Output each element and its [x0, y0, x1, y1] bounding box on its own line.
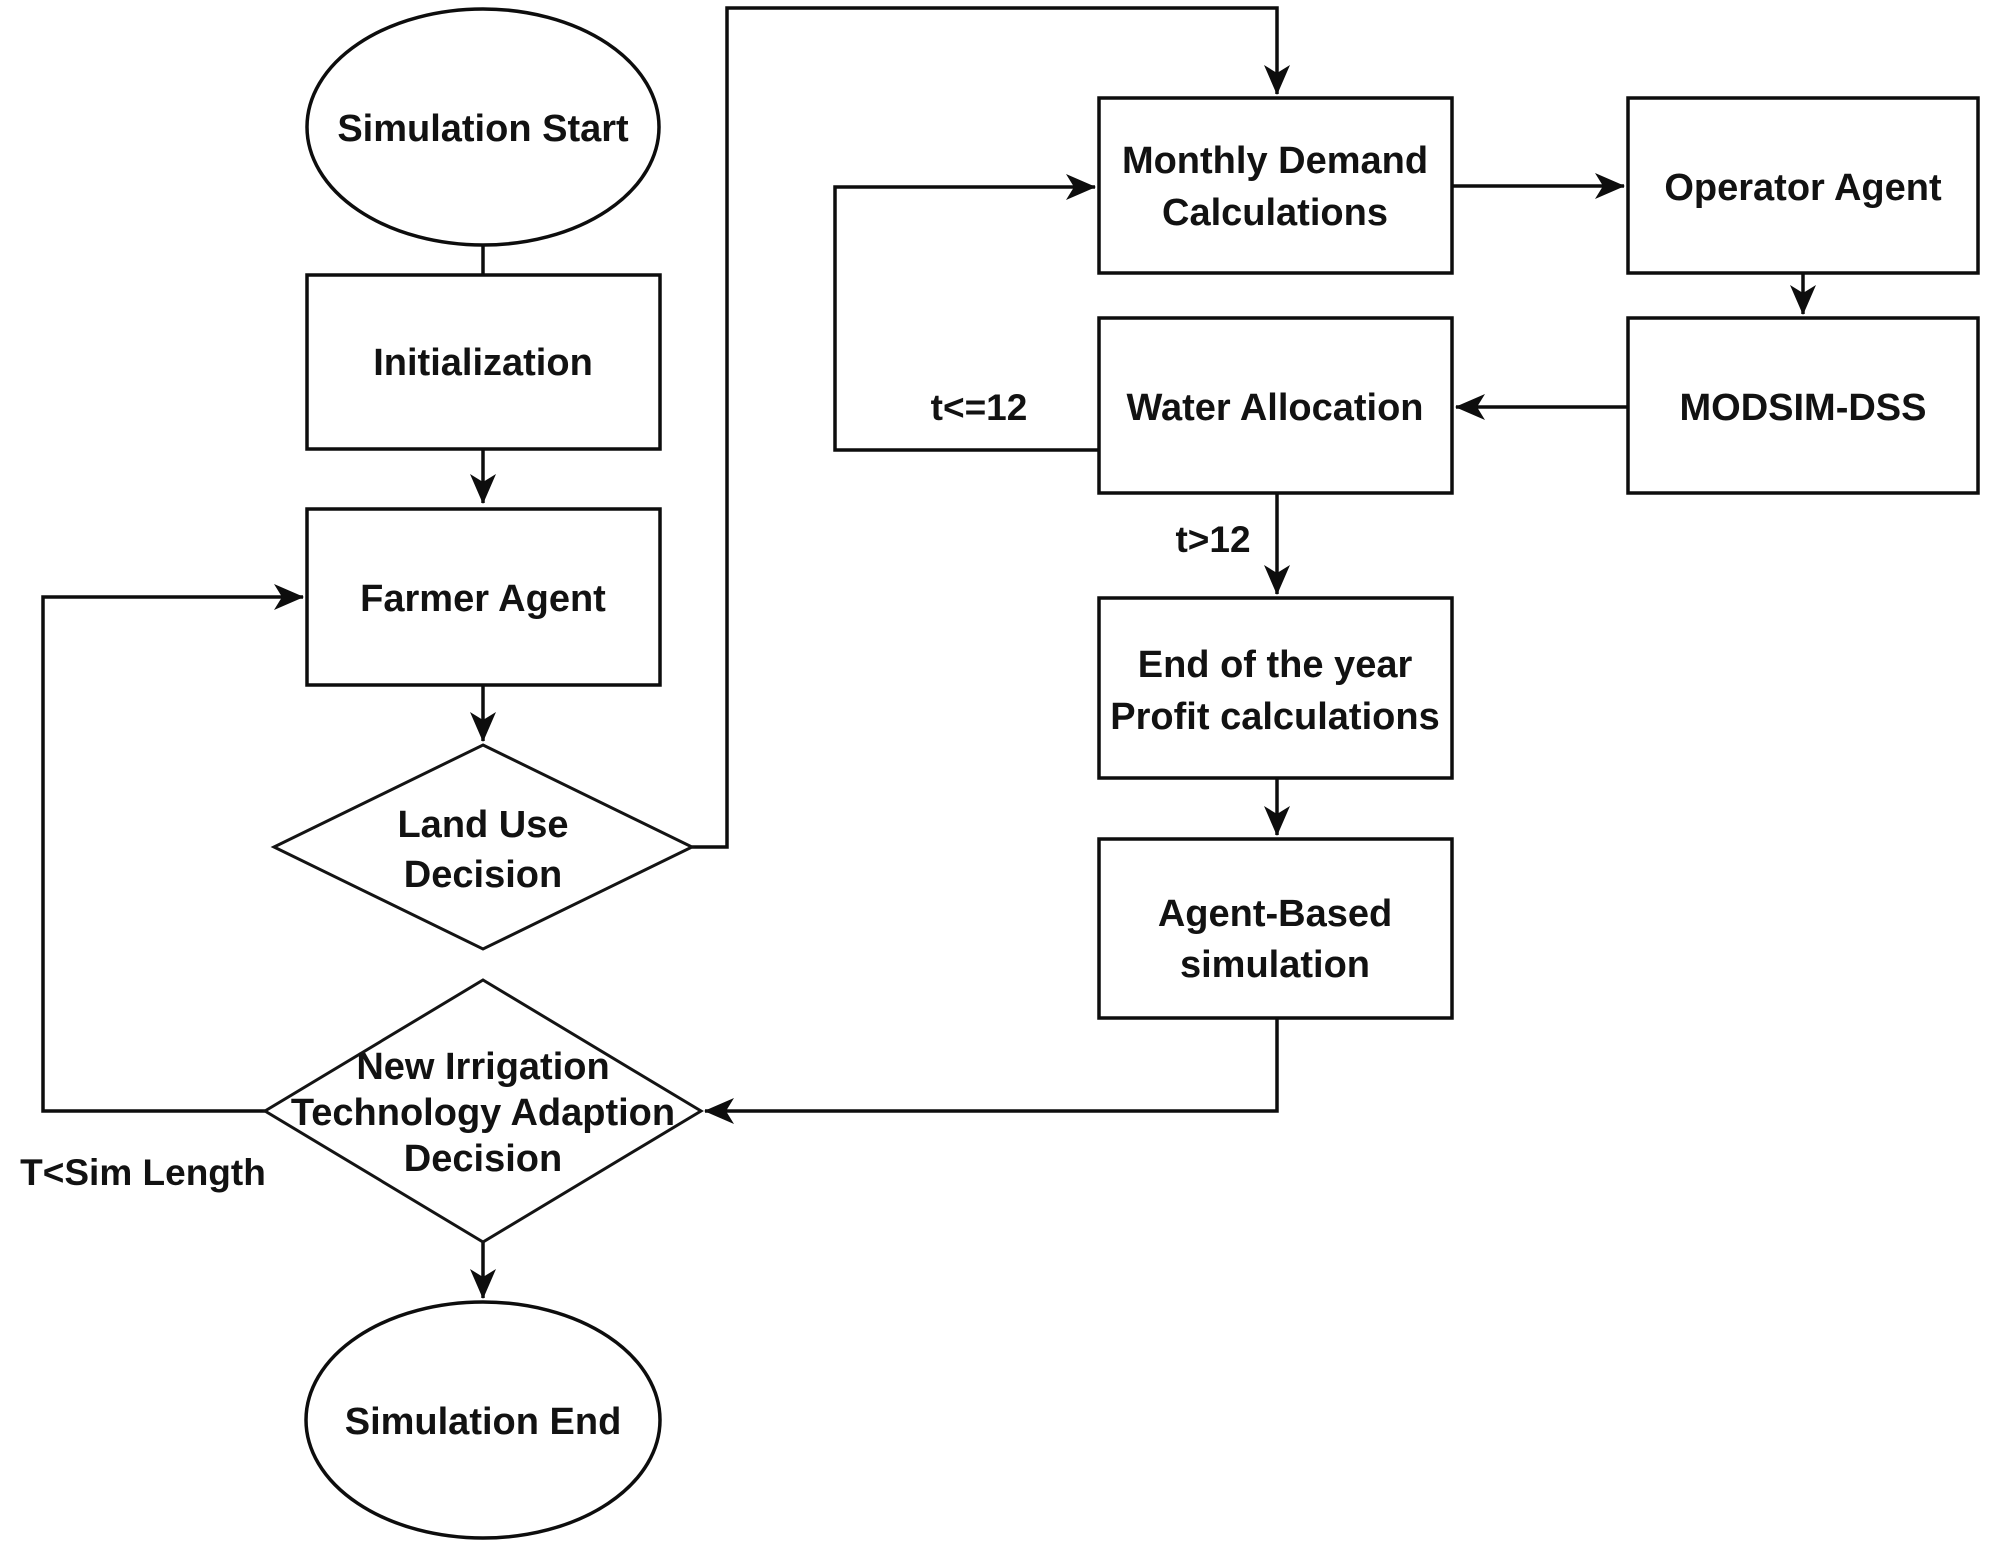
edge-water-allocation-loop-to-monthly-demand — [833, 174, 1099, 452]
operator-agent-label: Operator Agent — [1664, 167, 1942, 209]
farmer-agent-label: Farmer Agent — [360, 578, 606, 620]
land-use-decision-label-line2: Decision — [404, 854, 562, 896]
simulation-start-ellipse — [305, 7, 661, 247]
node-monthly-demand: Monthly Demand Calculations — [1097, 96, 1454, 275]
node-farmer-agent: Farmer Agent — [305, 507, 662, 687]
node-agent-based-simulation: Agent-Based simulation — [1097, 837, 1454, 1020]
simulation-end-ellipse — [304, 1300, 662, 1540]
node-initialization: Initialization — [305, 273, 662, 451]
agent-based-simulation-box — [1097, 837, 1454, 1020]
edges — [41, 6, 1816, 1299]
node-operator-agent: Operator Agent — [1626, 96, 1980, 275]
monthly-demand-label-line1: Monthly Demand — [1122, 140, 1428, 182]
modsim-dss-box — [1626, 316, 1980, 495]
simulation-start-label: Simulation Start — [337, 108, 629, 150]
new-irrigation-decision-diamond — [262, 978, 704, 1244]
initialization-label: Initialization — [373, 342, 593, 384]
water-allocation-box — [1097, 316, 1454, 495]
land-use-decision-diamond — [270, 743, 696, 951]
node-simulation-end: Simulation End — [304, 1300, 662, 1540]
node-simulation-start: Simulation Start — [305, 7, 661, 247]
agent-based-label-line1: Agent-Based — [1158, 893, 1392, 935]
land-use-decision-label-line1: Land Use — [397, 804, 568, 846]
new-irrigation-label-line1: New Irrigation — [356, 1046, 609, 1088]
edge-irrigation-loop-to-farmer — [41, 584, 304, 1113]
simulation-end-label: Simulation End — [345, 1401, 622, 1443]
node-modsim-dss: MODSIM-DSS — [1626, 316, 1980, 495]
node-end-of-year-profit: End of the year Profit calculations — [1097, 596, 1454, 780]
new-irrigation-label-line2: Technology Adaption — [291, 1092, 675, 1134]
initialization-box — [305, 273, 662, 451]
edge-label-t-less-equal-12: t<=12 — [931, 387, 1028, 428]
edge-land-use-to-monthly-demand — [692, 6, 1290, 849]
monthly-demand-box — [1097, 96, 1454, 275]
end-of-year-label-line1: End of the year — [1138, 644, 1413, 686]
operator-agent-box — [1626, 96, 1980, 275]
edge-label-t-greater-12: t>12 — [1175, 519, 1250, 560]
monthly-demand-label-line2: Calculations — [1162, 192, 1388, 234]
new-irrigation-label-line3: Decision — [404, 1138, 562, 1180]
edge-agent-based-to-irrigation-decision — [704, 1018, 1279, 1124]
node-land-use-decision: Land Use Decision — [270, 743, 696, 951]
water-allocation-label: Water Allocation — [1127, 387, 1424, 429]
end-of-year-profit-box — [1097, 596, 1454, 780]
edge-label-t-less-sim-length: T<Sim Length — [20, 1152, 266, 1193]
agent-based-label-line2: simulation — [1180, 944, 1370, 986]
node-new-irrigation-decision: New Irrigation Technology Adaption Decis… — [262, 978, 704, 1244]
node-water-allocation: Water Allocation — [1097, 316, 1454, 495]
modsim-dss-label: MODSIM-DSS — [1680, 387, 1927, 429]
end-of-year-label-line2: Profit calculations — [1110, 696, 1439, 738]
farmer-agent-box — [305, 507, 662, 687]
